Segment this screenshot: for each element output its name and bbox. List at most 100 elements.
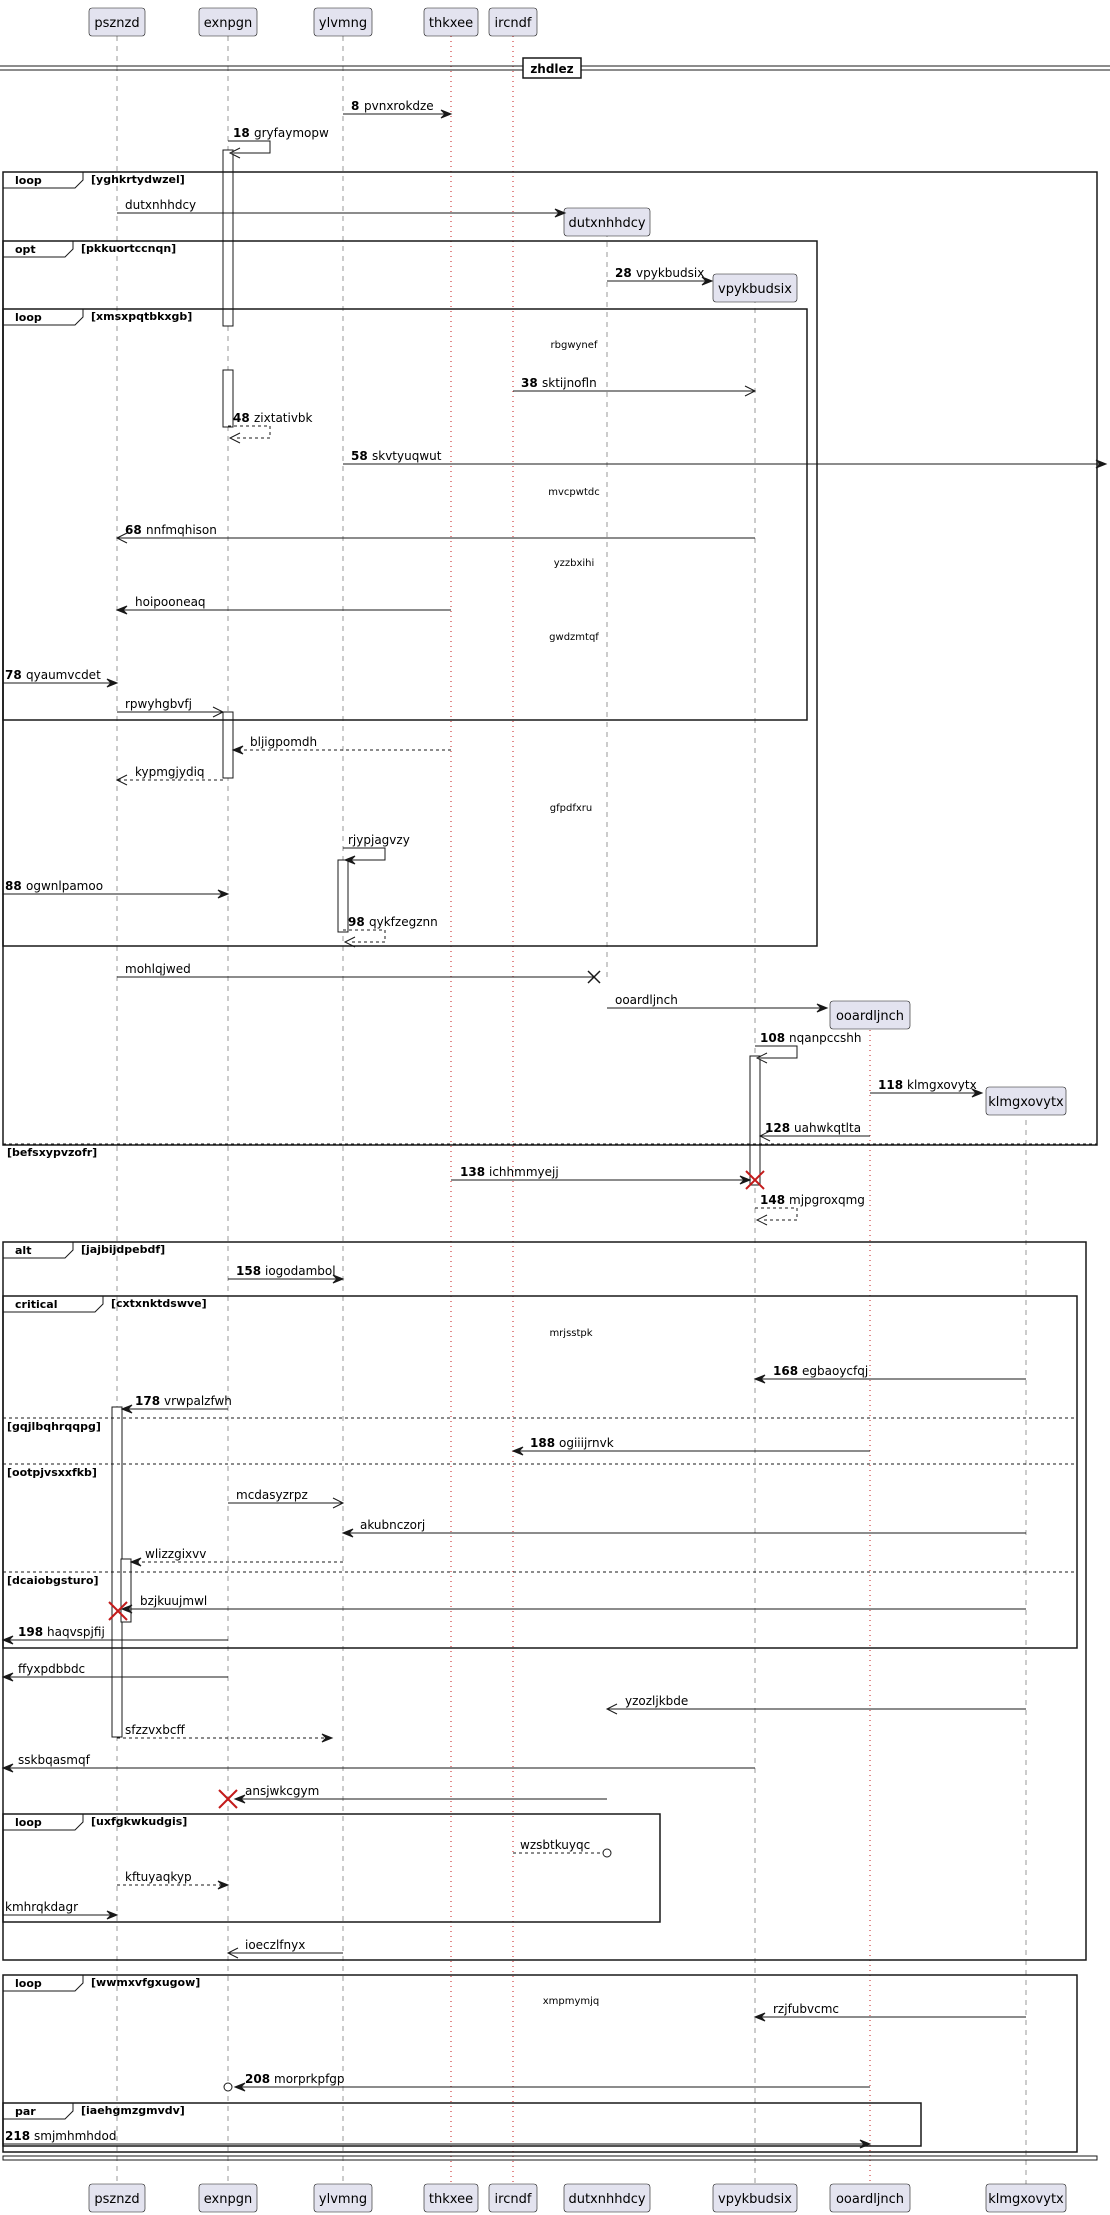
- participant-ircn-head: ircndf: [488, 7, 538, 37]
- message-number: 78: [5, 668, 22, 682]
- message-text: kftuyaqkyp: [125, 1870, 192, 1884]
- participant-pszn-foot: psznzd: [88, 2183, 146, 2213]
- frame-loop: loop [wwmxvfgxugow]: [2, 1974, 1078, 2153]
- frame-guard: [jajbijdpebdf]: [81, 1243, 165, 1256]
- participant-label: ylvmng: [319, 16, 367, 31]
- frame-bottom-edge: [2, 2155, 1098, 2161]
- message-number: 18: [233, 126, 250, 140]
- participant-label: exnpgn: [204, 2192, 252, 2207]
- message-arrow: mohlqjwed: [117, 962, 601, 984]
- message-arrow: bzjkuujmwl: [108, 1594, 1026, 1621]
- participant-label: exnpgn: [204, 16, 252, 31]
- participant-ooar-foot: ooardljnch: [829, 2183, 911, 2213]
- participant-label: klmgxovytx: [988, 1095, 1064, 1110]
- message-text: mcdasyzrpz: [236, 1488, 308, 1502]
- participant-pszn-head: psznzd: [88, 7, 146, 37]
- message-arrow: yzozljkbde: [605, 1694, 1026, 1715]
- message-text: morprkpfgp: [274, 2072, 345, 2086]
- message-arrow: 68 nnfmqhison: [115, 523, 755, 544]
- message-arrow: bljigpomdh: [231, 735, 451, 755]
- frame-par: par[iaehgmzgmvdv]: [2, 2102, 922, 2147]
- activation-bar: [120, 1558, 132, 1623]
- participant-label: ooardljnch: [836, 2192, 904, 2207]
- participant-label: ircndf: [495, 16, 532, 31]
- frame-loop: loop [xmsxpqtbkxgb]: [2, 308, 808, 721]
- participant-ylvm-foot: ylvmng: [313, 2183, 373, 2213]
- participant-ylvm-head: ylvmng: [313, 7, 373, 37]
- delay-label: gwdzmtqf: [549, 632, 599, 643]
- message-text: ioeczlfnyx: [245, 1938, 305, 1952]
- message-text: mohlqjwed: [125, 962, 191, 976]
- delay-label: rbgwynef: [551, 340, 598, 351]
- participant-label: dutxnhhdcy: [568, 2192, 645, 2207]
- participant-vpyk-head: vpykbudsix: [712, 273, 798, 303]
- message-arrow: 78 qyaumvcdet: [3, 668, 119, 688]
- frame-kind: alt: [15, 1244, 31, 1257]
- frame-else-separator: [dcaiobgsturo]: [3, 1571, 1077, 1587]
- frame-else-separator: [gqjlbqhrqqpg]: [3, 1417, 1077, 1433]
- participant-thkx-head: thkxee: [423, 7, 479, 37]
- frame-critical: critical[cxtxnktdswve]: [2, 1295, 1078, 1649]
- participant-ircn-foot: ircndf: [488, 2183, 538, 2213]
- message-text: iogodambol: [265, 1264, 336, 1278]
- participant-label: vpykbudsix: [718, 2192, 792, 2207]
- message-text: nqanpccshh: [789, 1031, 861, 1045]
- message-text: ffyxpdbbdc: [18, 1662, 85, 1676]
- message-text: nnfmqhison: [146, 523, 217, 537]
- message-number: 108: [760, 1031, 785, 1045]
- message-arrow: kftuyaqkyp: [117, 1870, 230, 1890]
- participant-label: thkxee: [429, 16, 473, 31]
- frame-kind: loop: [15, 1977, 42, 1990]
- frame-guard: [xmsxpqtbkxgb]: [91, 310, 192, 323]
- message-number: 28: [615, 266, 632, 280]
- divider-label: zhdlez: [530, 62, 573, 76]
- frame-else-separator: [befsxypvzofr]: [3, 1143, 1097, 1159]
- message-text: sfzzvxbcff: [125, 1723, 185, 1737]
- message-text: qykfzegznn: [369, 915, 438, 929]
- message-text: zixtativbk: [254, 411, 313, 425]
- activation-bar: [222, 149, 234, 327]
- message-arrow: sfzzvxbcff: [117, 1723, 334, 1743]
- message-arrow: akubnczorj: [341, 1518, 1026, 1538]
- frame-kind: opt: [15, 243, 36, 256]
- message-text: ogiiijrnvk: [559, 1436, 614, 1450]
- message-text: sskbqasmqf: [18, 1753, 91, 1767]
- frame-kind: loop: [15, 311, 42, 324]
- message-number: 218: [5, 2129, 30, 2143]
- participant-klmg-head: klmgxovytx: [985, 1086, 1067, 1116]
- activation-bar: [222, 711, 234, 779]
- message-text: ansjwkcgym: [245, 1784, 319, 1798]
- message-text: yzozljkbde: [625, 1694, 688, 1708]
- participant-label: vpykbudsix: [718, 282, 792, 297]
- delay-label: mrjsstpk: [549, 1328, 592, 1339]
- participant-label: klmgxovytx: [988, 2192, 1064, 2207]
- message-number: 38: [521, 376, 538, 390]
- participant-label: dutxnhhdcy: [568, 216, 645, 231]
- self-message: rjypjagvzy: [343, 833, 410, 865]
- self-message: 48 zixtativbk: [228, 411, 313, 444]
- frame-guard: [gqjlbqhrqqpg]: [7, 1420, 101, 1433]
- message-text: qyaumvcdet: [26, 668, 101, 682]
- message-text: bljigpomdh: [250, 735, 317, 749]
- message-text: gryfaymopw: [254, 126, 329, 140]
- message-number: 58: [351, 449, 368, 463]
- message-text: ooardljnch: [615, 993, 678, 1007]
- message-arrow: wlizzgixvv: [129, 1547, 343, 1567]
- frame-kind: par: [15, 2105, 36, 2118]
- participant-ooar-head: ooardljnch: [829, 1000, 911, 1030]
- frame-kind: loop: [15, 174, 42, 187]
- frame-guard: [ootpjvsxxfkb]: [7, 1466, 97, 1479]
- message-number: 48: [233, 411, 250, 425]
- message-arrow: rpwyhgbvfj: [117, 697, 225, 718]
- message-number: 68: [125, 523, 142, 537]
- participant-exnp-foot: exnpgn: [198, 2183, 258, 2213]
- message-arrow: ioeczlfnyx: [226, 1938, 343, 1959]
- frame-guard: [wwmxvfgxugow]: [91, 1976, 200, 1989]
